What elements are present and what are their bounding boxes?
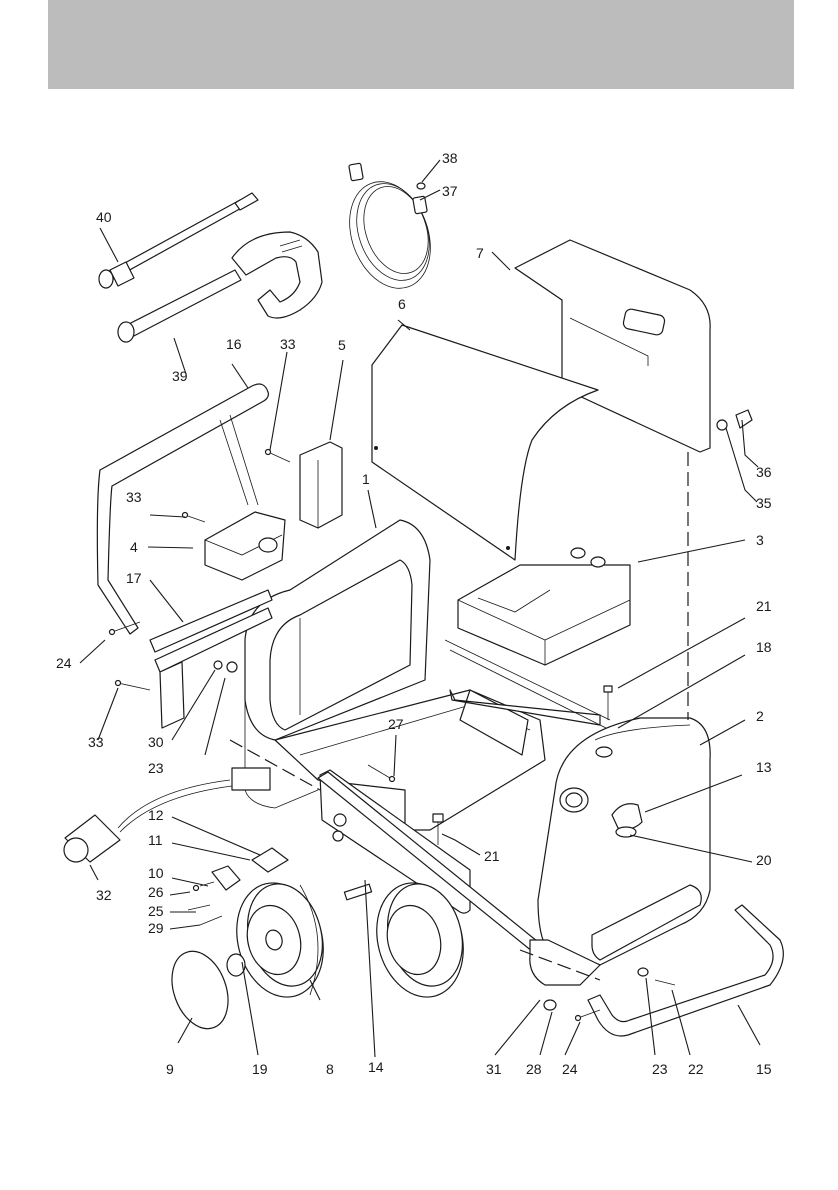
callout-28: 28: [526, 1061, 542, 1077]
callout-22: 22: [688, 1061, 704, 1077]
callout-14: 14: [368, 1059, 384, 1075]
callout-37: 37: [442, 183, 458, 199]
part-37-hose: [335, 163, 444, 300]
part-39-gun: [118, 232, 322, 342]
part-2-tank: [530, 718, 710, 985]
callout-7: 7: [476, 245, 484, 261]
callout-21-top: 21: [756, 598, 772, 614]
callout-17: 17: [126, 570, 142, 586]
part-4-switch-box: [205, 512, 285, 580]
callout-16: 16: [226, 336, 242, 352]
callout-4: 4: [130, 539, 138, 555]
callout-38: 38: [442, 150, 458, 166]
part-3-motor-block: [458, 548, 630, 665]
callout-9: 9: [166, 1061, 174, 1077]
callout-13: 13: [756, 759, 772, 775]
callout-33-mid: 33: [126, 489, 142, 505]
callout-12: 12: [148, 807, 164, 823]
callout-39: 39: [172, 368, 188, 384]
callout-3: 3: [756, 532, 764, 548]
callout-5: 5: [338, 337, 346, 353]
callout-27: 27: [388, 716, 404, 732]
callout-20: 20: [756, 852, 772, 868]
callout-24-left: 24: [56, 655, 72, 671]
callout-24-right: 24: [562, 1061, 578, 1077]
callout-6: 6: [398, 296, 406, 312]
mounting-plate: [160, 661, 237, 728]
callout-1: 1: [362, 471, 370, 487]
callout-23-left: 23: [148, 760, 164, 776]
callout-33-top: 33: [280, 336, 296, 352]
callout-8: 8: [326, 1061, 334, 1077]
callout-23-right: 23: [652, 1061, 668, 1077]
callout-11: 11: [148, 832, 163, 848]
callout-21-bottom: 21: [484, 848, 500, 864]
callout-10: 10: [148, 865, 164, 881]
callout-30: 30: [148, 734, 164, 750]
callout-29: 29: [148, 920, 164, 936]
callout-36: 36: [756, 464, 772, 480]
callout-25: 25: [148, 903, 164, 919]
part-8-wheel-front: [224, 873, 335, 1007]
callout-19: 19: [252, 1061, 268, 1077]
part-5-bracket: [300, 442, 342, 528]
callout-2: 2: [756, 708, 764, 724]
callout-31: 31: [486, 1061, 502, 1077]
callout-18: 18: [756, 639, 772, 655]
callout-26: 26: [148, 884, 164, 900]
part-9-hubcap: [162, 944, 245, 1037]
callout-35: 35: [756, 495, 772, 511]
callout-32: 32: [96, 887, 112, 903]
callout-15: 15: [756, 1061, 772, 1077]
callout-40: 40: [96, 209, 112, 225]
axle-stub: [344, 884, 371, 900]
callout-33-left: 33: [88, 734, 104, 750]
